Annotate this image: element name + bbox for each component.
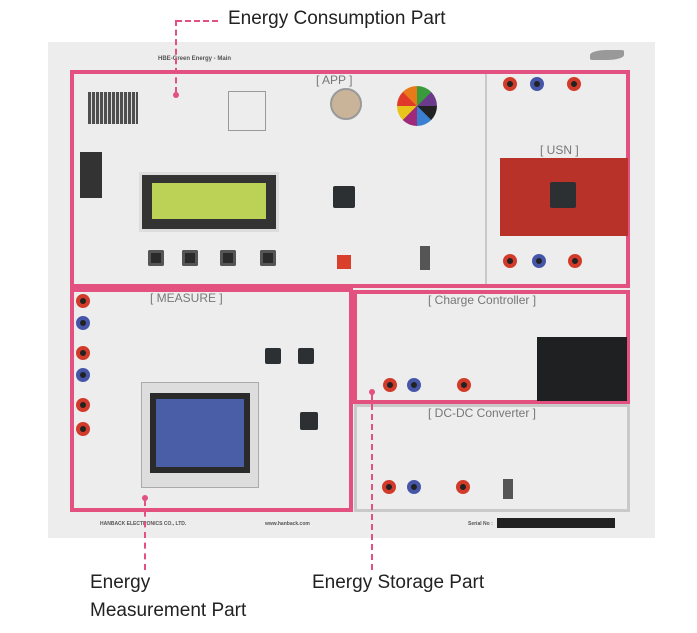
- consumption-leader-h: [176, 20, 218, 22]
- serial-port: [80, 152, 102, 198]
- mcu-chip: [333, 186, 355, 208]
- light-sensor: [330, 88, 362, 120]
- jack-red[interactable]: [503, 77, 517, 91]
- charge-controller-title: [ Charge Controller ]: [428, 293, 537, 307]
- dot-matrix-display: [88, 92, 138, 124]
- jack-red[interactable]: [503, 254, 517, 268]
- jack-red[interactable]: [568, 254, 582, 268]
- charge-controller-box: [353, 290, 630, 404]
- usn-divider: [485, 74, 487, 284]
- callout-measurement-line2: Measurement Part: [90, 600, 247, 621]
- jack-red[interactable]: [382, 480, 396, 494]
- push-button-4[interactable]: [260, 250, 276, 266]
- graphic-lcd: [141, 382, 259, 488]
- jack-blue[interactable]: [407, 480, 421, 494]
- slide-switch[interactable]: [503, 479, 513, 499]
- jack-blue[interactable]: [407, 378, 421, 392]
- text-lcd: [139, 172, 279, 232]
- color-wheel-motor: [397, 86, 437, 126]
- jack-blue[interactable]: [76, 316, 90, 330]
- callout-measurement-line1: Energy: [90, 572, 151, 593]
- measurement-dot: [142, 495, 148, 501]
- brand-logo: [590, 50, 624, 60]
- jack-red[interactable]: [76, 346, 90, 360]
- measure-section-box: [70, 288, 353, 512]
- app-section-box: [70, 70, 630, 288]
- push-button-3[interactable]: [220, 250, 236, 266]
- usn-module: [500, 158, 628, 236]
- slide-switch[interactable]: [420, 246, 430, 270]
- callout-energy-consumption: Energy Consumption Part: [228, 8, 446, 29]
- serial-plate: [497, 518, 615, 528]
- dcdc-converter-title: [ DC-DC Converter ]: [428, 406, 537, 420]
- dcdc-converter-box: [354, 404, 630, 512]
- serial-label: Serial No :: [468, 521, 493, 527]
- jack-red[interactable]: [456, 480, 470, 494]
- jack-red[interactable]: [457, 378, 471, 392]
- push-button-1[interactable]: [148, 250, 164, 266]
- jack-blue[interactable]: [532, 254, 546, 268]
- storage-dot: [369, 389, 375, 395]
- jack-red[interactable]: [76, 294, 90, 308]
- jack-blue[interactable]: [76, 368, 90, 382]
- potentiometer[interactable]: [337, 255, 351, 269]
- jack-red[interactable]: [383, 378, 397, 392]
- jack-blue[interactable]: [530, 77, 544, 91]
- push-button-2[interactable]: [182, 250, 198, 266]
- battery-pack: [537, 337, 627, 401]
- measurement-leader: [144, 500, 146, 570]
- jack-red[interactable]: [76, 398, 90, 412]
- usn-section-title: [ USN ]: [540, 143, 579, 157]
- jack-red[interactable]: [567, 77, 581, 91]
- measure-chip: [298, 348, 314, 364]
- consumption-dot: [173, 92, 179, 98]
- callout-energy-storage: Energy Storage Part: [312, 572, 485, 593]
- storage-leader: [371, 394, 373, 570]
- app-section-title: [ APP ]: [316, 73, 353, 87]
- measure-chip: [265, 348, 281, 364]
- consumption-leader-v: [175, 20, 177, 93]
- measure-section-title: [ MEASURE ]: [150, 291, 223, 305]
- company-name: HANBACK ELECTRONICS CO., LTD.: [100, 521, 187, 527]
- light-leds: [228, 91, 266, 131]
- website: www.hanback.com: [265, 521, 310, 527]
- jack-red[interactable]: [76, 422, 90, 436]
- board-title: HBE-Green Energy - Main: [158, 56, 232, 62]
- measure-chip: [300, 412, 318, 430]
